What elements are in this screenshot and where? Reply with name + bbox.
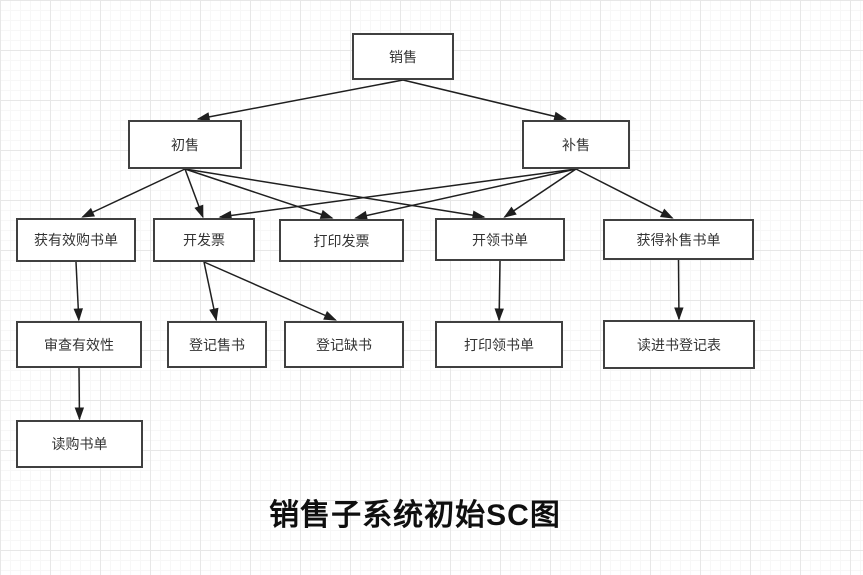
edge-issue-invoice--register-sold <box>203 261 219 322</box>
node-check-validity[interactable]: 审查有效性 <box>16 321 142 368</box>
edge-initial-sale--print-invoice <box>184 168 334 219</box>
edge-resale--issue-invoice <box>218 168 577 221</box>
edge-sales--resale <box>402 79 568 121</box>
node-issue-claim[interactable]: 开领书单 <box>435 218 565 261</box>
node-print-invoice[interactable]: 打印发票 <box>279 219 404 262</box>
node-read-order[interactable]: 读购书单 <box>16 420 143 468</box>
node-read-register[interactable]: 读进书登记表 <box>603 320 755 369</box>
edge-resale--print-invoice <box>354 168 577 221</box>
node-resale[interactable]: 补售 <box>522 120 630 169</box>
node-register-sold[interactable]: 登记售书 <box>167 321 267 368</box>
node-initial-sale[interactable]: 初售 <box>128 120 242 169</box>
node-get-resale-list[interactable]: 获得补售书单 <box>603 219 754 260</box>
diagram-title: 销售子系统初始SC图 <box>269 499 561 532</box>
node-get-valid-order[interactable]: 获有效购书单 <box>16 218 136 262</box>
node-register-missing[interactable]: 登记缺书 <box>284 321 404 368</box>
edge-sales--initial-sale <box>196 79 404 122</box>
node-sales[interactable]: 销售 <box>352 33 454 80</box>
edge-resale--get-resale-list <box>575 168 674 219</box>
edge-initial-sale--get-valid-order <box>81 168 186 218</box>
edge-resale--issue-claim <box>503 168 577 218</box>
node-issue-invoice[interactable]: 开发票 <box>153 218 255 262</box>
edge-initial-sale--issue-claim <box>184 168 486 220</box>
edge-get-valid-order--check-validity <box>73 261 83 322</box>
edge-issue-claim--print-claim <box>494 260 504 322</box>
edge-initial-sale--issue-invoice <box>184 168 204 219</box>
edge-issue-invoice--register-missing <box>203 261 337 321</box>
node-print-claim[interactable]: 打印领书单 <box>435 321 563 368</box>
